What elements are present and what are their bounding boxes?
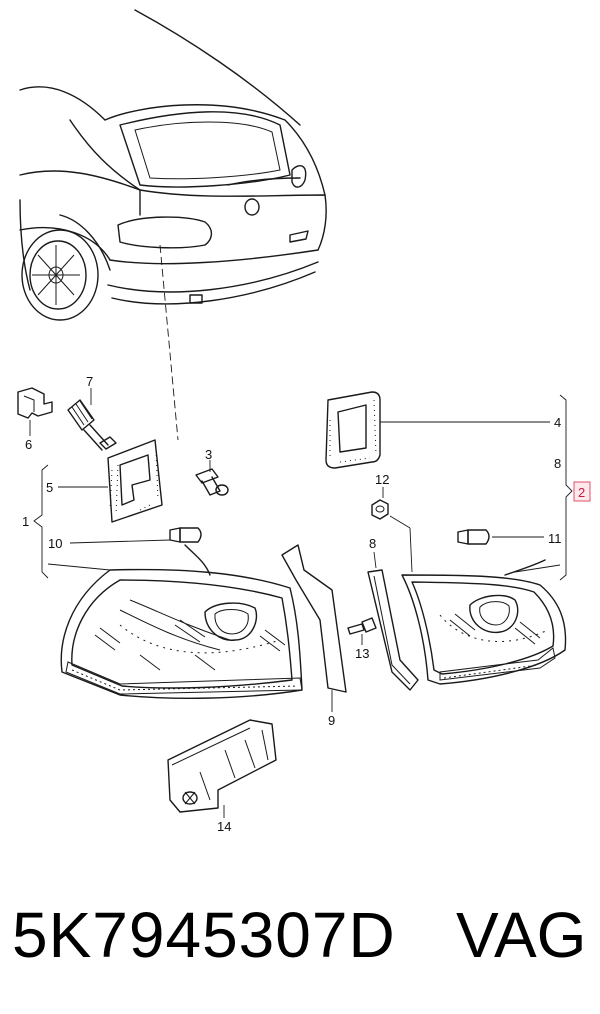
caption: 5K7945307D VAG (0, 880, 600, 990)
clip-part-6 (17, 387, 53, 419)
callout-8: 8 (369, 536, 376, 551)
callout-13: 13 (355, 646, 369, 661)
callout-1: 1 (22, 514, 29, 529)
trim-strip-part-9 (281, 544, 347, 693)
callout-8-top: 8 (554, 456, 561, 471)
callout-4: 4 (554, 415, 561, 430)
seal-strip-part-8 (367, 569, 419, 691)
callout-3: 3 (205, 447, 212, 462)
harness-connector-part-7 (67, 399, 117, 451)
bulb-part-10 (169, 527, 202, 543)
bulb-holder-part-3 (195, 468, 229, 496)
dash-leader-line (159, 244, 179, 441)
inner-tail-lamp (401, 559, 567, 685)
mounting-bracket-part-14 (167, 719, 277, 813)
outer-tail-lamp (60, 544, 303, 699)
car-rear-illustration (19, 9, 327, 321)
callout-6: 6 (25, 437, 32, 452)
brand-name: VAG (456, 899, 587, 971)
nut-part-12 (371, 499, 389, 520)
callout-2-highlight (573, 481, 591, 502)
screw-part-13 (347, 617, 377, 635)
callout-14: 14 (217, 819, 231, 834)
callout-5: 5 (46, 480, 53, 495)
gasket-part-4 (325, 391, 381, 469)
bulb-part-11 (457, 529, 490, 545)
callout-10: 10 (48, 536, 62, 551)
callout-12: 12 (375, 472, 389, 487)
bracket-1 (33, 464, 49, 579)
parts-diagram: 7 6 3 5 1 10 4 8 2 12 8 11 13 9 14 (17, 9, 591, 834)
callout-2: 2 (578, 485, 585, 500)
callout-11: 11 (548, 531, 562, 546)
bracket-2 (559, 394, 573, 581)
gasket-part-5 (107, 439, 163, 523)
part-number: 5K7945307D (12, 899, 396, 971)
callout-9: 9 (328, 713, 335, 728)
callout-7: 7 (86, 374, 93, 389)
